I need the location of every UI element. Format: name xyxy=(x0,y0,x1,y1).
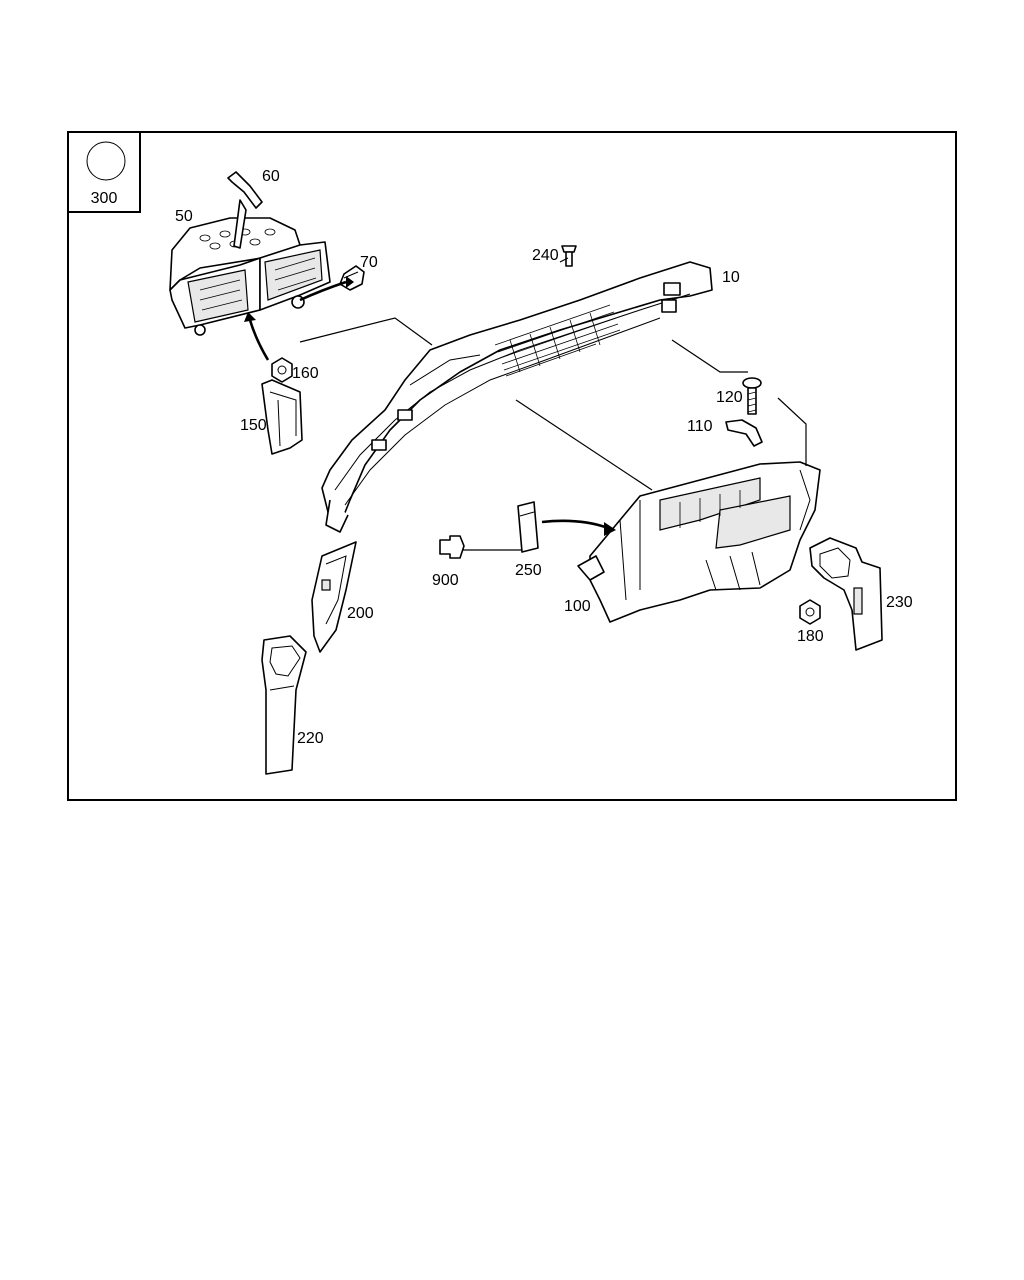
part-180-nut xyxy=(799,599,821,625)
part-10-cowl-panel xyxy=(321,261,713,533)
part-10-grille xyxy=(494,304,621,377)
callout-150: 150 xyxy=(240,417,267,434)
part-120-bolt xyxy=(742,377,762,415)
legend-number: 300 xyxy=(91,190,118,207)
callout-10: 10 xyxy=(722,269,740,286)
part-60-strap xyxy=(227,171,263,249)
legend-circle-icon xyxy=(86,141,126,181)
callout-160: 160 xyxy=(292,365,319,382)
callout-120: 120 xyxy=(716,389,743,406)
callout-230: 230 xyxy=(886,594,913,611)
part-50-filter-housing xyxy=(169,217,331,336)
callout-labels: 10 50 60 70 100 110 120 150 160 180 200 … xyxy=(175,168,913,747)
part-230-duct xyxy=(809,537,883,651)
callout-100: 100 xyxy=(564,598,591,615)
callout-900: 900 xyxy=(432,572,459,589)
callout-60: 60 xyxy=(262,168,280,185)
part-900-connector xyxy=(439,535,465,559)
part-240-clip xyxy=(561,245,577,267)
callout-110: 110 xyxy=(687,418,713,435)
diagram-frame xyxy=(67,131,957,801)
part-250-sensor xyxy=(517,501,539,553)
part-220-duct xyxy=(261,635,307,775)
part-200-duct xyxy=(311,541,357,653)
legend-box: 300 xyxy=(68,132,141,213)
callout-200: 200 xyxy=(347,605,374,622)
part-110-hose xyxy=(725,419,763,447)
callout-50: 50 xyxy=(175,208,193,225)
callout-70: 70 xyxy=(360,254,378,271)
callout-220: 220 xyxy=(297,730,324,747)
callout-240: 240 xyxy=(532,247,559,264)
arrows xyxy=(244,276,616,536)
part-160-nut xyxy=(271,357,293,383)
callout-250: 250 xyxy=(515,562,542,579)
leader-lines xyxy=(299,257,807,551)
callout-180: 180 xyxy=(797,628,824,645)
part-150-snorkel xyxy=(261,379,303,455)
part-100-housing xyxy=(577,461,821,623)
